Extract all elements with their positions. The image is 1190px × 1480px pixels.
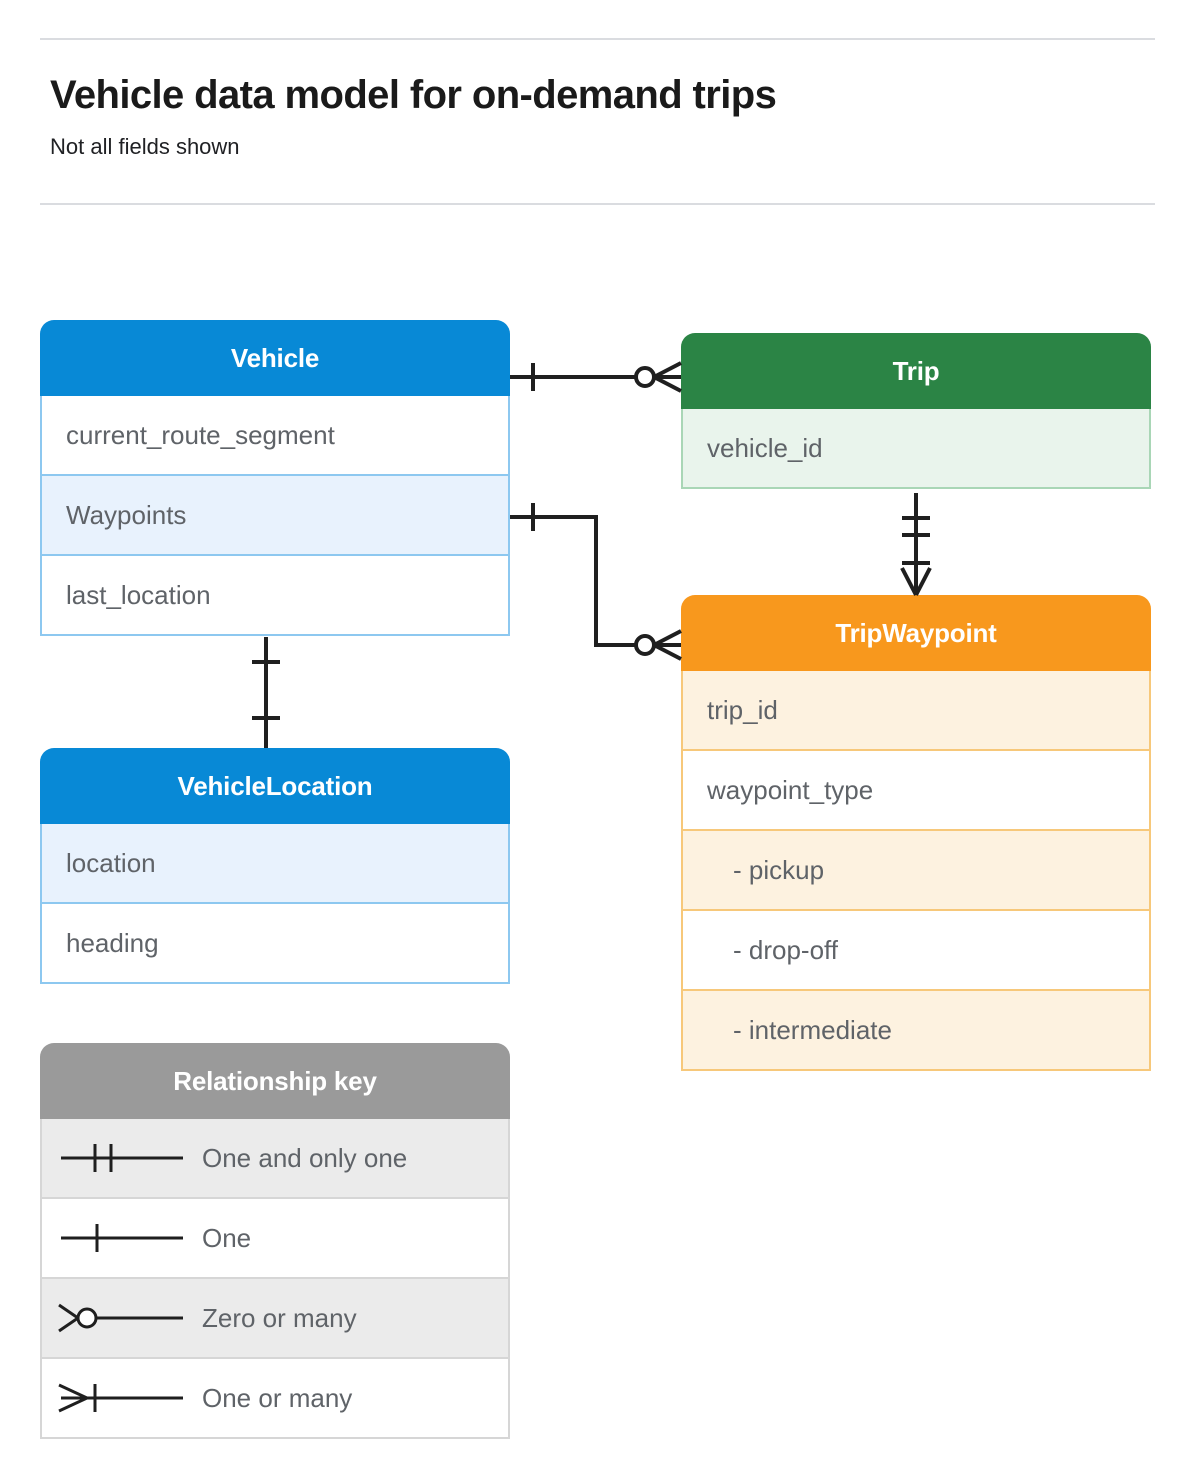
one-or-many-icon [42, 1359, 202, 1437]
one-and-only-one-icon [42, 1119, 202, 1197]
entity-tripwaypoint-title: TripWaypoint [681, 595, 1151, 671]
entity-tripwaypoint-fields: trip_id waypoint_type - pickup - drop-of… [681, 671, 1151, 1071]
connector-waypoints-tripwaypoint [510, 503, 682, 661]
entity-vehiclelocation[interactable]: VehicleLocation location heading [40, 748, 510, 984]
one-icon [42, 1199, 202, 1277]
entity-trip[interactable]: Trip vehicle_id [681, 333, 1151, 489]
page-title: Vehicle data model for on-demand trips [50, 73, 777, 117]
entity-vehiclelocation-title: VehicleLocation [40, 748, 510, 824]
field-last-location[interactable]: last_location [40, 556, 510, 636]
page-subtitle: Not all fields shown [50, 134, 240, 159]
field-drop-off[interactable]: - drop-off [681, 911, 1151, 991]
field-waypoint-type[interactable]: waypoint_type [681, 751, 1151, 831]
legend-label-one-or-many: One or many [202, 1382, 353, 1413]
legend-label-zero-or-many: Zero or many [202, 1302, 357, 1333]
field-location[interactable]: location [40, 824, 510, 904]
zero-or-many-icon [42, 1279, 202, 1357]
legend-row-one[interactable]: One [40, 1199, 510, 1279]
field-heading[interactable]: heading [40, 904, 510, 984]
divider-top [40, 38, 1155, 40]
legend-row-zero-or-many[interactable]: Zero or many [40, 1279, 510, 1359]
relationship-key-legend[interactable]: Relationship key One and only one [40, 1043, 510, 1439]
legend-rows: One and only one One [40, 1119, 510, 1439]
divider-bottom [40, 203, 1155, 205]
entity-vehicle[interactable]: Vehicle current_route_segment Waypoints … [40, 320, 510, 636]
entity-tripwaypoint[interactable]: TripWaypoint trip_id waypoint_type - pic… [681, 595, 1151, 1071]
field-pickup[interactable]: - pickup [681, 831, 1151, 911]
field-trip-id[interactable]: trip_id [681, 671, 1151, 751]
entity-vehicle-fields: current_route_segment Waypoints last_loc… [40, 396, 510, 636]
entity-vehicle-title: Vehicle [40, 320, 510, 396]
connector-vehicle-trip [510, 361, 682, 393]
legend-title: Relationship key [40, 1043, 510, 1119]
legend-label-one: One [202, 1222, 252, 1253]
entity-trip-fields: vehicle_id [681, 409, 1151, 489]
connector-vehicle-vehiclelocation [252, 637, 280, 748]
connector-trip-tripwaypoint [900, 493, 932, 596]
field-vehicle-id[interactable]: vehicle_id [681, 409, 1151, 489]
field-waypoints[interactable]: Waypoints [40, 476, 510, 556]
entity-vehiclelocation-fields: location heading [40, 824, 510, 984]
field-intermediate[interactable]: - intermediate [681, 991, 1151, 1071]
field-current-route-segment[interactable]: current_route_segment [40, 396, 510, 476]
entity-trip-title: Trip [681, 333, 1151, 409]
legend-label-one-and-only-one: One and only one [202, 1142, 408, 1173]
legend-row-one-or-many[interactable]: One or many [40, 1359, 510, 1439]
legend-row-one-and-only-one[interactable]: One and only one [40, 1119, 510, 1199]
